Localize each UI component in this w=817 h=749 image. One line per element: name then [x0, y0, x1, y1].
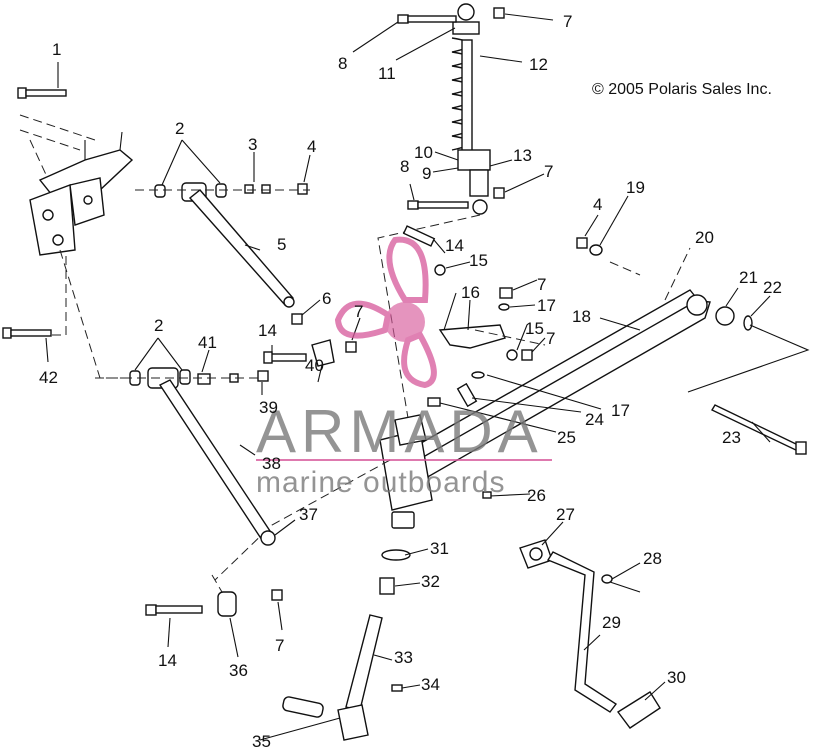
callout-label: 14 [158, 651, 177, 670]
callout-label: 11 [378, 64, 396, 83]
callout-label: 30 [667, 668, 686, 687]
callout-label: 34 [421, 675, 440, 694]
armada-logo-icon [334, 236, 437, 389]
callout-label: 14 [445, 236, 464, 255]
nut-part-4b [576, 237, 588, 249]
pin-part-24 [456, 382, 478, 408]
callout-label: 23 [722, 428, 741, 447]
watermark-divider [256, 459, 552, 461]
pin-part-25 [427, 397, 441, 407]
callout-label: 15 [525, 319, 544, 338]
copyright-notice: © 2005 Polaris Sales Inc. [592, 81, 772, 98]
watermark-tagline: marine outboards [256, 466, 505, 499]
callout-label: 5 [277, 235, 286, 254]
nut-part-7e [345, 341, 357, 353]
callout-label: 8 [400, 157, 409, 176]
callout-label: 2 [175, 119, 184, 138]
callout-label: 19 [626, 178, 645, 197]
callout-label: 8 [338, 54, 347, 73]
bolt-part-23 [711, 404, 807, 455]
callout-label: 1 [52, 40, 61, 59]
callout-label: 17 [537, 296, 556, 315]
washer-part-15a [434, 264, 446, 276]
bolt-part-1 [17, 87, 67, 99]
callout-label: 20 [695, 228, 714, 247]
watermark-brand: ARMADA [256, 398, 543, 465]
callout-label: 27 [556, 505, 575, 524]
washer-part-15b [506, 349, 518, 361]
callout-label: 3 [248, 135, 257, 154]
callout-label: 36 [229, 661, 248, 680]
callout-label: 40 [305, 356, 324, 375]
frame-bracket [19, 114, 134, 256]
nut-part-7c [499, 287, 513, 299]
spindle-assembly [282, 414, 433, 741]
callout-label: 22 [763, 278, 782, 297]
bolt-part-14a [402, 225, 436, 247]
bracket-part-16 [438, 299, 506, 349]
callout-label: 31 [430, 539, 449, 558]
callout-label: 29 [602, 613, 621, 632]
callout-label: 17 [611, 401, 630, 420]
washer-part-17a [498, 303, 510, 311]
callout-label: 35 [252, 732, 271, 749]
callout-label: 7 [354, 302, 363, 321]
callout-label: 13 [513, 146, 532, 165]
callout-label: 7 [537, 275, 546, 294]
callout-label: 39 [259, 398, 278, 417]
callout-label: 4 [307, 137, 316, 156]
callout-label: 9 [422, 164, 431, 183]
callout-label: 7 [563, 12, 572, 31]
callout-label: 6 [322, 289, 331, 308]
callout-label: 38 [262, 454, 281, 473]
callout-label: 25 [557, 428, 576, 447]
mount-part-36 [145, 589, 283, 617]
callout-label: 21 [739, 268, 758, 287]
bolt-part-42 [2, 327, 52, 339]
upper-a-arm [135, 182, 310, 308]
callout-label: 18 [572, 307, 591, 326]
washer-part-19 [589, 244, 603, 256]
lower-a-arm [95, 339, 335, 546]
callout-label: 7 [544, 162, 553, 181]
callout-label: 33 [394, 648, 413, 667]
callout-label: 24 [585, 410, 604, 429]
bolt-part-26 [482, 491, 492, 499]
nut-part-7d [521, 349, 533, 361]
callout-label: 37 [299, 505, 318, 524]
callout-label: 4 [593, 195, 602, 214]
callout-label: 10 [414, 143, 433, 162]
callout-label: 7 [275, 636, 284, 655]
callout-label: 41 [198, 333, 217, 352]
callout-label: 7 [546, 329, 555, 348]
callout-label: 2 [154, 316, 163, 335]
washer-part-17b [471, 371, 485, 379]
shock-absorber [397, 3, 505, 215]
callout-label: 32 [421, 572, 440, 591]
callout-label: 14 [258, 321, 277, 340]
callout-label: 15 [469, 251, 488, 270]
callout-label: 42 [39, 368, 58, 387]
callout-label: 26 [527, 486, 546, 505]
callout-label: 12 [529, 55, 548, 74]
callout-label: 16 [461, 283, 480, 302]
nut-part-6 [291, 313, 303, 325]
callout-label: 28 [643, 549, 662, 568]
brake-pedal-assembly [519, 539, 661, 729]
